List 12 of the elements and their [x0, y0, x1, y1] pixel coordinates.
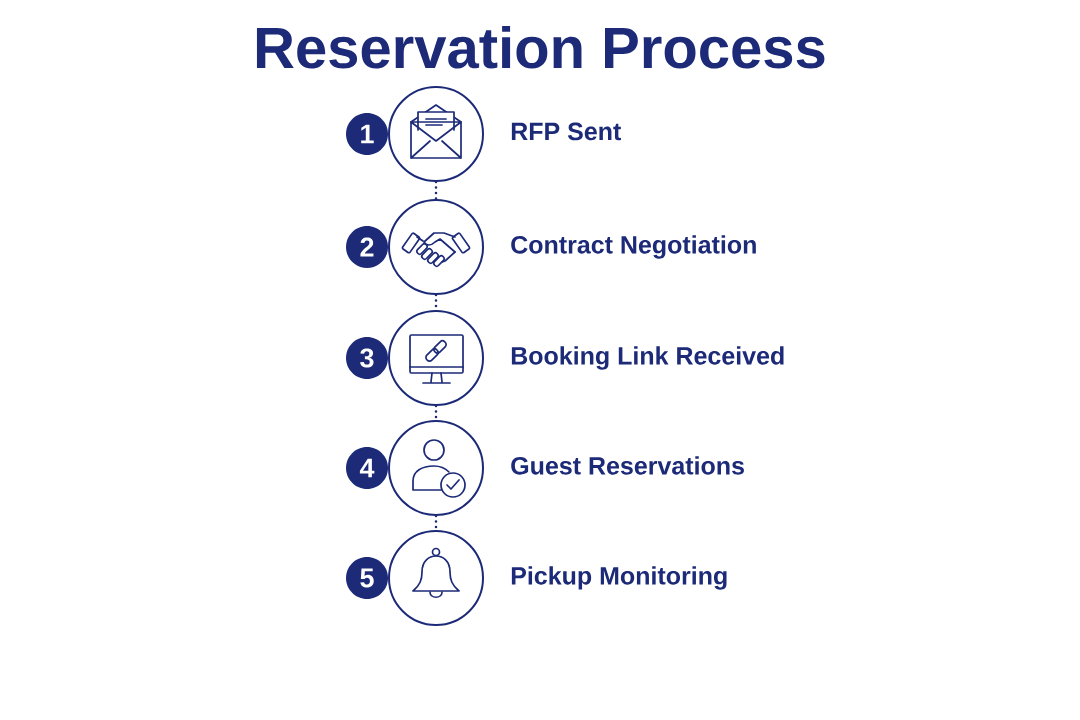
number-badge: 3 [346, 337, 388, 379]
step-label: Contract Negotiation [511, 235, 756, 259]
number-badge: 5 [346, 557, 388, 599]
step-label: Guest Reservations [511, 456, 744, 475]
step-label: RFP Sent [511, 122, 621, 141]
step-label: Pickup Monitoring [511, 566, 727, 590]
dotted-connector [434, 180, 438, 201]
title: Reservation Process [256, 25, 825, 69]
step-label: Booking Link Received [511, 346, 784, 370]
number-badge: 1 [346, 113, 388, 155]
number-badge: 2 [346, 226, 388, 268]
number-badge: 4 [346, 447, 388, 489]
